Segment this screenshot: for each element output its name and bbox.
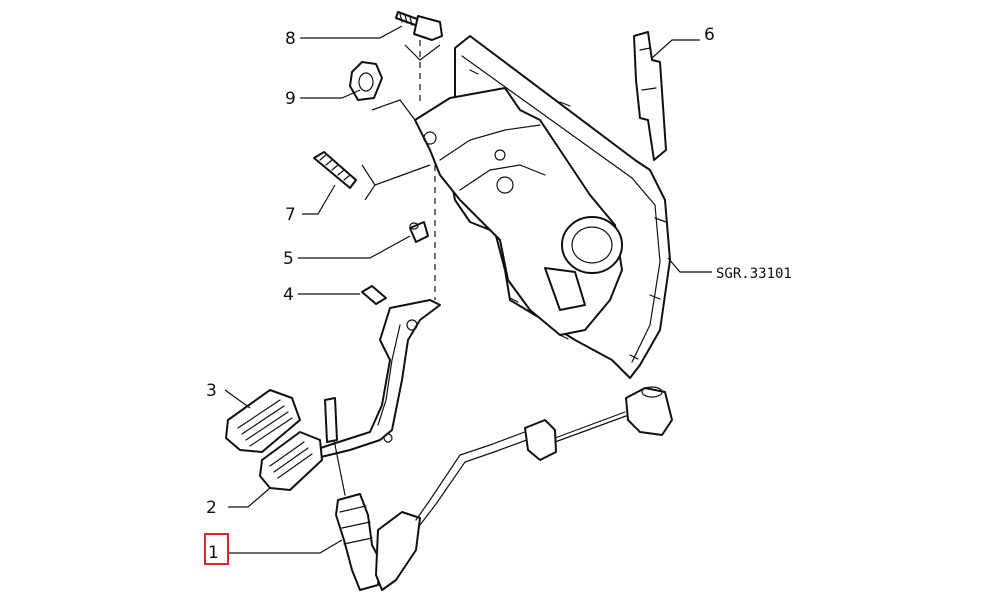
reference-code: SGR.33101: [716, 266, 792, 282]
callout-8: 8: [285, 29, 296, 49]
cable-clip-part[interactable]: [633, 31, 667, 161]
callout-4: 4: [283, 285, 294, 305]
pedal-arm[interactable]: [295, 299, 441, 463]
pedal-pad-large-part[interactable]: [225, 389, 301, 453]
callout-9: 9: [285, 89, 296, 109]
pedal-support-bracket[interactable]: [414, 35, 671, 379]
highlight-box-callout-1: [204, 533, 229, 565]
pin-part[interactable]: [361, 285, 387, 305]
nut-part[interactable]: [349, 61, 383, 101]
threaded-pin-part[interactable]: [313, 151, 357, 189]
bushing-part[interactable]: [409, 221, 429, 243]
bolt-part[interactable]: [395, 11, 443, 41]
callout-3: 3: [206, 381, 217, 401]
leader-lines: [224, 25, 712, 554]
callout-5: 5: [283, 249, 294, 269]
pedal-pad-small-part[interactable]: [259, 431, 323, 491]
callout-2: 2: [206, 498, 217, 518]
callout-6: 6: [704, 25, 715, 45]
callout-7: 7: [285, 205, 296, 225]
clutch-cable-part[interactable]: [324, 386, 673, 591]
callout-1[interactable]: 1: [208, 543, 219, 563]
